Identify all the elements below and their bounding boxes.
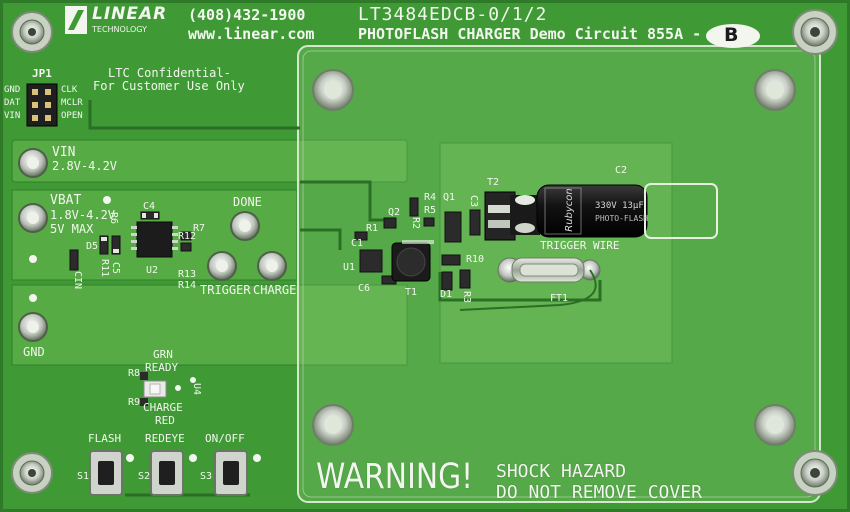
trigger-label: TRIGGER xyxy=(200,283,251,297)
jp1-left-vin: VIN xyxy=(4,111,21,121)
jp1-right-mclr: MCLR xyxy=(61,98,83,108)
switch-redeye-label: REDEYE xyxy=(145,432,185,445)
confidential-line2: For Customer Use Only xyxy=(93,79,245,93)
phone-number: (408)432-1900 xyxy=(188,6,306,24)
capacitor-brand: Rubycon xyxy=(563,188,575,232)
refdes-q2: Q2 xyxy=(388,207,401,218)
refdes-r8: R8 xyxy=(128,368,141,379)
led-green-label: GRN xyxy=(153,348,173,361)
u2-chip xyxy=(131,221,178,258)
refdes-t1: T1 xyxy=(405,287,418,298)
refdes-u2: U2 xyxy=(146,265,159,276)
refdes-u4: U4 xyxy=(191,382,203,396)
vin-pour xyxy=(11,139,408,183)
jp1-left-gnd: GND xyxy=(4,85,21,95)
vbat-range: 1.8V-4.2V xyxy=(50,208,116,222)
refdes-d5: D5 xyxy=(86,241,99,252)
refdes-r11: R11 xyxy=(99,258,111,278)
t2-transformer xyxy=(484,191,540,241)
vbat-label: VBAT xyxy=(50,193,82,208)
refdes-s3: S3 xyxy=(200,471,213,482)
board-subtitle: PHOTOFLASH CHARGER Demo Circuit 855A - xyxy=(358,25,702,43)
onoff-switch-button[interactable] xyxy=(215,451,247,495)
cover-standoffs xyxy=(312,69,796,446)
c2-capacitor xyxy=(536,183,718,239)
refdes-r5: R5 xyxy=(424,205,437,216)
jp1-right-open: OPEN xyxy=(61,111,83,121)
capacitor-type: PHOTO-FLASH xyxy=(595,214,648,223)
warning-line2: DO NOT REMOVE COVER xyxy=(496,482,702,503)
refdes-q1: Q1 xyxy=(443,192,456,203)
jp1-label: JP1 xyxy=(32,67,52,80)
refdes-u1: U1 xyxy=(343,262,356,273)
flash-pour xyxy=(439,142,673,364)
refdes-s1: S1 xyxy=(77,471,90,482)
refdes-r9: R9 xyxy=(128,397,141,408)
refdes-c2: C2 xyxy=(615,165,628,176)
trigger-wire-label: TRIGGER WIRE xyxy=(540,239,620,252)
refdes-c3: C3 xyxy=(468,194,480,208)
refdes-r3: R3 xyxy=(461,290,473,304)
vin-range: 2.8V-4.2V xyxy=(52,159,118,173)
switch-bodies xyxy=(89,450,248,496)
revision-letter: B xyxy=(724,24,739,46)
switch-flash-label: FLASH xyxy=(88,432,122,445)
refdes-d1: D1 xyxy=(440,289,453,300)
led-charge-label: CHARGE xyxy=(143,401,183,414)
refdes-r10: R10 xyxy=(466,254,485,265)
vin-label: VIN xyxy=(52,145,76,160)
refdes-c6: C6 xyxy=(358,283,371,294)
corner-screws xyxy=(11,9,838,496)
gnd-pour xyxy=(11,284,408,366)
revision-oval xyxy=(706,24,760,48)
flash-switch-button[interactable] xyxy=(90,451,122,495)
u4-led xyxy=(143,380,167,398)
refdes-r14: R14 xyxy=(178,280,197,291)
refdes-r12: R12 xyxy=(178,231,197,242)
linear-logo-mark xyxy=(65,6,87,34)
refdes-r2: R2 xyxy=(410,216,422,230)
refdes-r1: R1 xyxy=(366,223,379,234)
ft1-flash-tube xyxy=(459,257,601,311)
website-url: www.linear.com xyxy=(188,25,315,43)
terminal-posts xyxy=(18,148,287,342)
redeye-switch-button[interactable] xyxy=(151,451,183,495)
confidential-line1: LTC Confidential- xyxy=(108,66,231,80)
warning-heading: WARNING! xyxy=(316,457,474,497)
refdes-c4: C4 xyxy=(143,201,156,212)
led-red-label: RED xyxy=(155,414,175,427)
t1-inductor xyxy=(391,242,431,282)
capacitor-rating: 330V 13μF xyxy=(595,201,644,211)
refdes-c5: C5 xyxy=(110,261,122,275)
vbat-max: 5V MAX xyxy=(50,222,94,236)
charge-label: CHARGE xyxy=(253,283,297,297)
refdes-cin: CIN xyxy=(72,270,84,290)
jp1-right-clk: CLK xyxy=(61,85,78,95)
part-number: LT3484EDCB-0/1/2 xyxy=(358,4,548,25)
led-ready-label: READY xyxy=(145,361,179,374)
refdes-c1: C1 xyxy=(351,238,364,249)
refdes-t2: T2 xyxy=(487,177,500,188)
jp1-left-dat: DAT xyxy=(4,98,21,108)
refdes-r13: R13 xyxy=(178,269,197,280)
gnd-label: GND xyxy=(23,345,45,359)
refdes-r4: R4 xyxy=(424,192,437,203)
warning-line1: SHOCK HAZARD xyxy=(496,461,627,482)
refdes-r6: R6 xyxy=(108,211,120,225)
logo-text: LINEAR xyxy=(92,4,168,24)
refdes-r7: R7 xyxy=(193,223,206,234)
logo-subtext: TECHNOLOGY xyxy=(92,25,147,34)
refdes-s2: S2 xyxy=(138,471,151,482)
jp1-header xyxy=(26,83,58,127)
done-label: DONE xyxy=(233,195,262,209)
refdes-ft1: FT1 xyxy=(550,293,569,304)
switch-onoff-label: ON/OFF xyxy=(205,432,245,445)
